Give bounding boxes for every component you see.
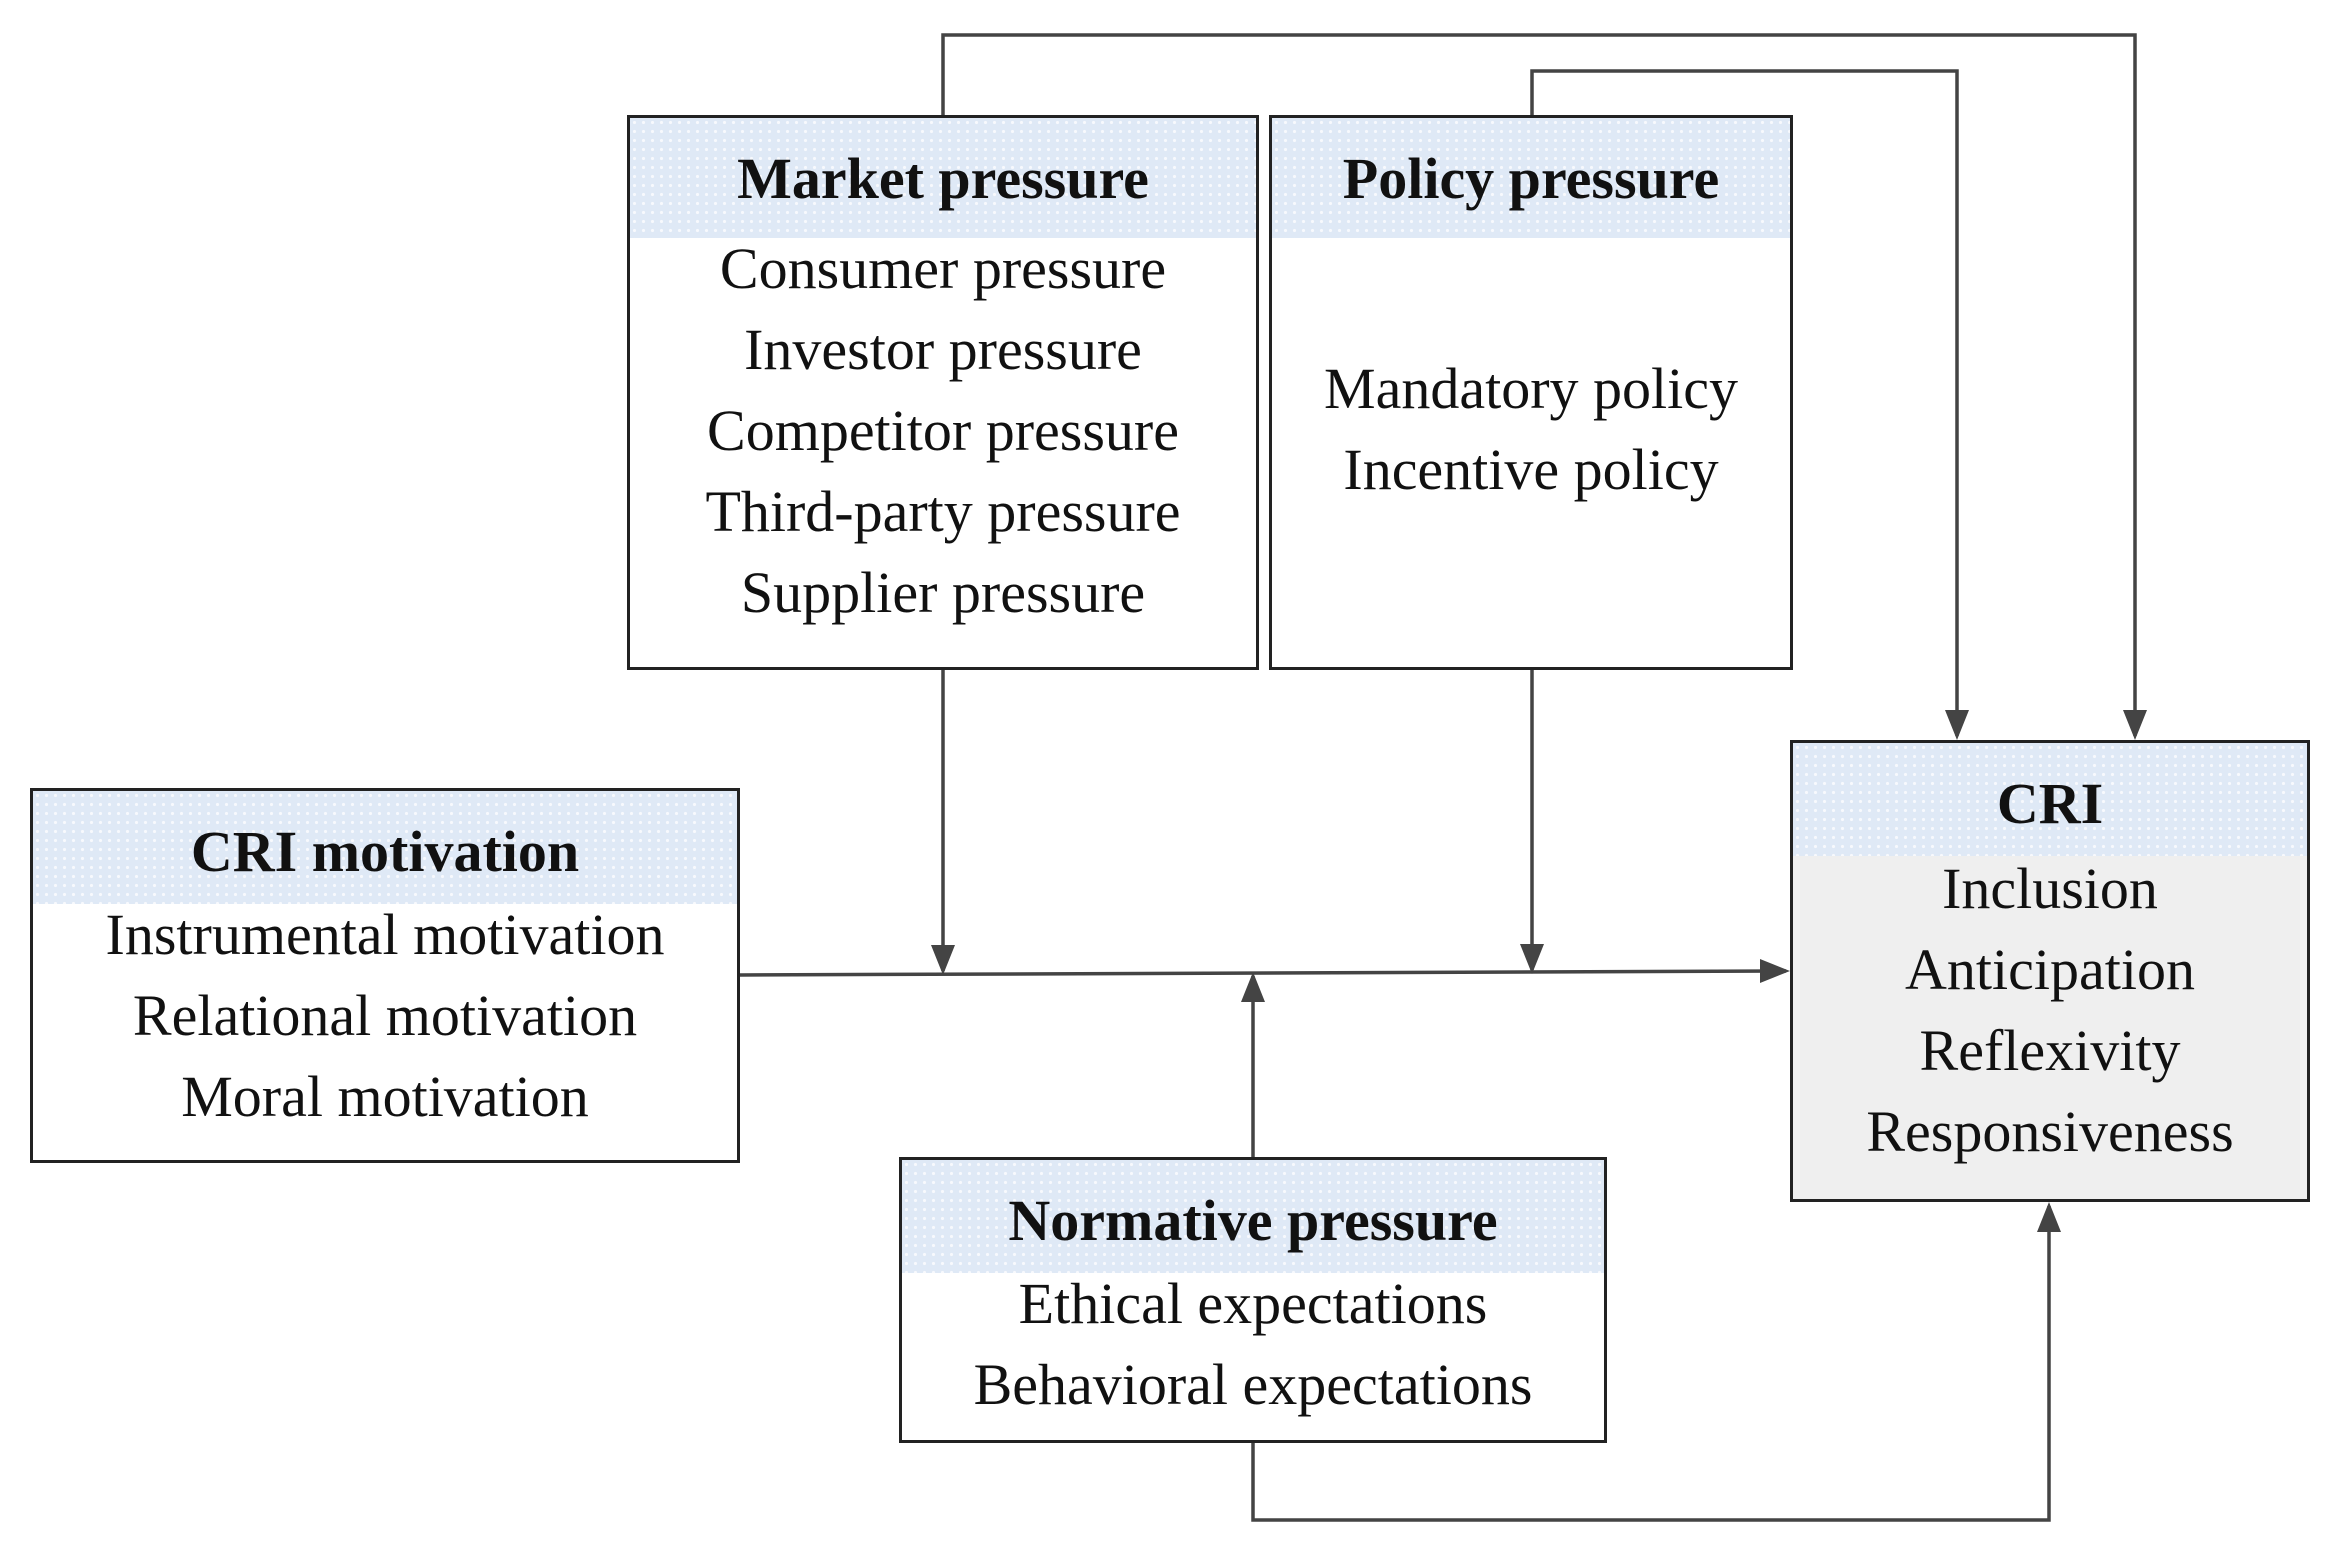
cri-motivation-box: CRI motivation Instrumental motivation R… bbox=[30, 788, 740, 1163]
normative-pressure-items: Ethical expectations Behavioral expectat… bbox=[902, 1263, 1604, 1425]
arrowhead-main bbox=[1760, 959, 1790, 983]
policy-pressure-items: Mandatory policy Incentive policy bbox=[1272, 228, 1790, 510]
arrowhead-normative-to-cri bbox=[2037, 1202, 2061, 1232]
list-item: Reflexivity bbox=[1919, 1018, 2181, 1083]
list-item: Ethical expectations bbox=[1018, 1271, 1488, 1336]
market-pressure-title: Market pressure bbox=[630, 118, 1256, 238]
list-item: Responsiveness bbox=[1866, 1099, 2234, 1164]
list-item: Supplier pressure bbox=[740, 560, 1146, 625]
arrowhead-market-down bbox=[931, 945, 955, 975]
list-item: Instrumental motivation bbox=[105, 902, 665, 967]
arrow-policy-to-cri bbox=[1530, 69, 1959, 736]
cri-motivation-items: Instrumental motivation Relational motiv… bbox=[33, 894, 737, 1137]
list-item: Mandatory policy bbox=[1324, 356, 1738, 421]
cri-motivation-title: CRI motivation bbox=[33, 791, 737, 904]
market-pressure-box: Market pressure Consumer pressure Invest… bbox=[627, 115, 1259, 670]
list-item: Consumer pressure bbox=[719, 236, 1167, 301]
list-item: Behavioral expectations bbox=[973, 1352, 1533, 1417]
arrow-normative-to-cri bbox=[1251, 1206, 2051, 1522]
list-item: Competitor pressure bbox=[707, 398, 1179, 463]
normative-pressure-box: Normative pressure Ethical expectations … bbox=[899, 1157, 1607, 1443]
list-item: Inclusion bbox=[1942, 856, 2158, 921]
arrow-motivation-to-cri bbox=[739, 969, 1787, 977]
policy-pressure-box: Policy pressure Mandatory policy Incenti… bbox=[1269, 115, 1793, 670]
cri-items: Inclusion Anticipation Reflexivity Respo… bbox=[1793, 848, 2307, 1172]
arrowhead-policy-to-cri bbox=[1945, 710, 1969, 740]
arrowhead-normative-up bbox=[1241, 972, 1265, 1002]
list-item: Anticipation bbox=[1905, 937, 2195, 1002]
normative-pressure-title: Normative pressure bbox=[902, 1160, 1604, 1273]
cri-title: CRI bbox=[1793, 743, 2307, 856]
list-item: Investor pressure bbox=[744, 317, 1142, 382]
cri-box: CRI Inclusion Anticipation Reflexivity R… bbox=[1790, 740, 2310, 1202]
arrowhead-market-to-cri bbox=[2123, 710, 2147, 740]
list-item: Incentive policy bbox=[1343, 437, 1719, 502]
market-pressure-items: Consumer pressure Investor pressure Comp… bbox=[630, 228, 1256, 633]
list-item: Moral motivation bbox=[181, 1064, 589, 1129]
arrow-market-to-cri bbox=[941, 33, 2137, 736]
list-item: Relational motivation bbox=[132, 983, 638, 1048]
list-item: Third-party pressure bbox=[705, 479, 1181, 544]
arrowhead-policy-down bbox=[1520, 944, 1544, 974]
policy-pressure-title: Policy pressure bbox=[1272, 118, 1790, 238]
